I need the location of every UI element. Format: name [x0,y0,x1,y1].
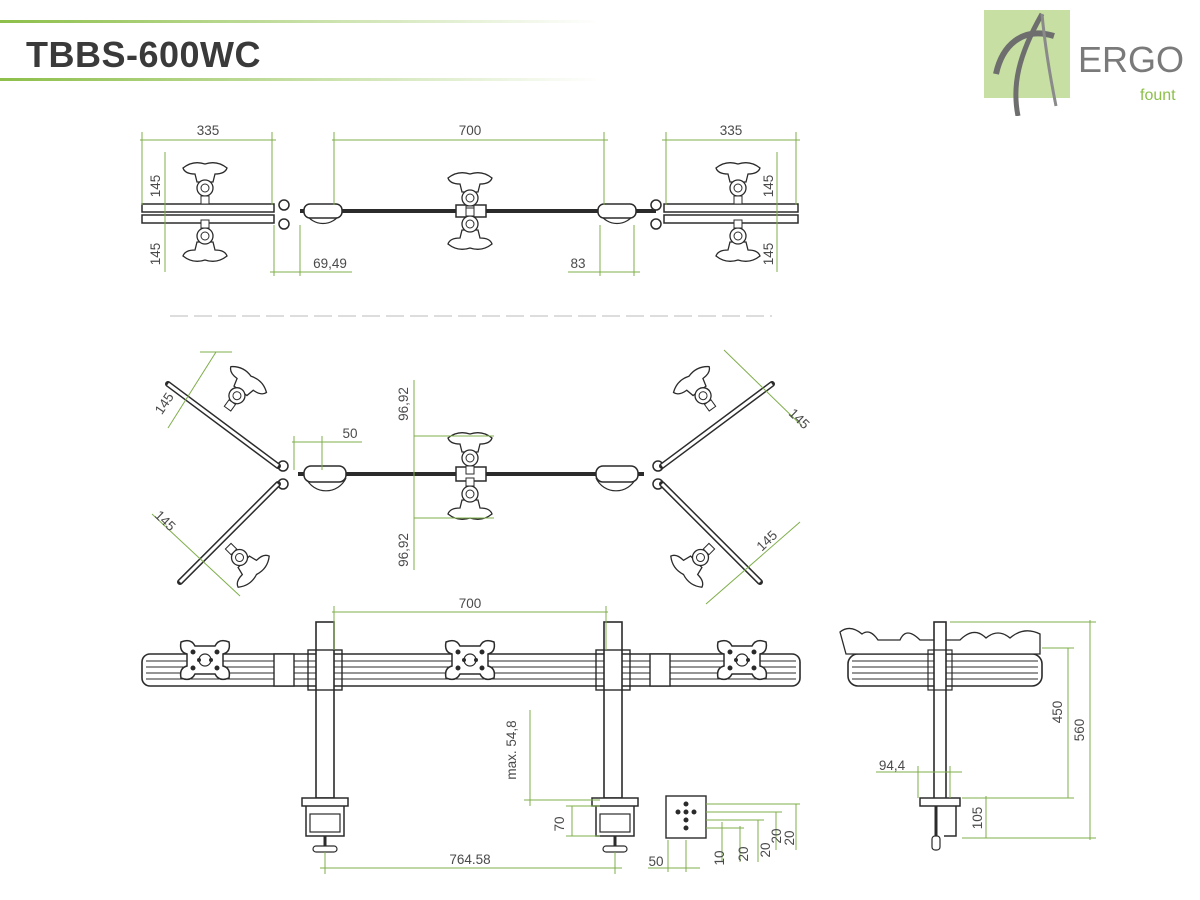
header-rule-top [0,20,600,23]
dim-top-right-upper: 145 [761,175,776,198]
dim-front-hole-3: 20 [758,842,773,857]
dim-top-right-offset: 83 [570,256,585,271]
dim-angled-lower-right: 145 [754,528,781,554]
dim-front-hole-2: 20 [736,846,751,861]
dim-angled-upper-right: 145 [786,406,813,432]
front-view-dimensions [320,606,800,874]
page-title: TBBS-600WC [26,34,262,75]
side-view [839,621,1043,851]
dim-top-left-width: 335 [197,123,220,138]
dim-angled-rise-up: 96,92 [396,387,411,421]
logo-sub: fount [1140,87,1176,104]
angled-view-dimensions [151,349,803,605]
dim-front-hole-5: 20 [782,830,797,845]
header-rule-bottom [0,78,600,81]
logo-square [984,10,1070,98]
dim-top-right-lower: 145 [761,243,776,266]
dim-front-plate-width: 50 [648,854,663,869]
angled-view [165,361,775,592]
dim-angled-upper-left: 145 [152,390,177,417]
front-view [141,621,801,853]
logo-brand: ERGO [1078,39,1184,80]
dim-top-left-offset: 69,49 [313,256,347,271]
dim-angled-offset: 50 [342,426,357,441]
dim-top-center-width: 700 [459,123,482,138]
dim-angled-lower-left: 145 [152,508,179,534]
dim-top-left-upper: 145 [148,175,163,198]
dim-angled-rise-down: 96,92 [396,533,411,567]
dim-front-hole-4: 20 [769,828,784,843]
dim-top-right-width: 335 [720,123,743,138]
top-view-dimensions [140,132,800,276]
dim-side-height-450: 450 [1050,701,1065,724]
side-view-dimensions [876,620,1096,840]
dim-front-clamp-spacing: 764.58 [449,852,490,867]
dim-side-depth: 94,4 [879,758,906,773]
dim-front-post-spacing: 700 [459,596,482,611]
top-view [141,162,799,262]
dim-top-left-lower: 145 [148,243,163,266]
dim-side-height-560: 560 [1072,719,1087,742]
ergofount-logo: ERGO fount [984,10,1184,116]
dim-side-height-105: 105 [970,807,985,830]
dim-front-clamp-height: 70 [552,816,567,831]
dim-front-hole-1: 10 [712,850,727,865]
dim-front-max-clamp: max. 54,8 [504,720,519,779]
